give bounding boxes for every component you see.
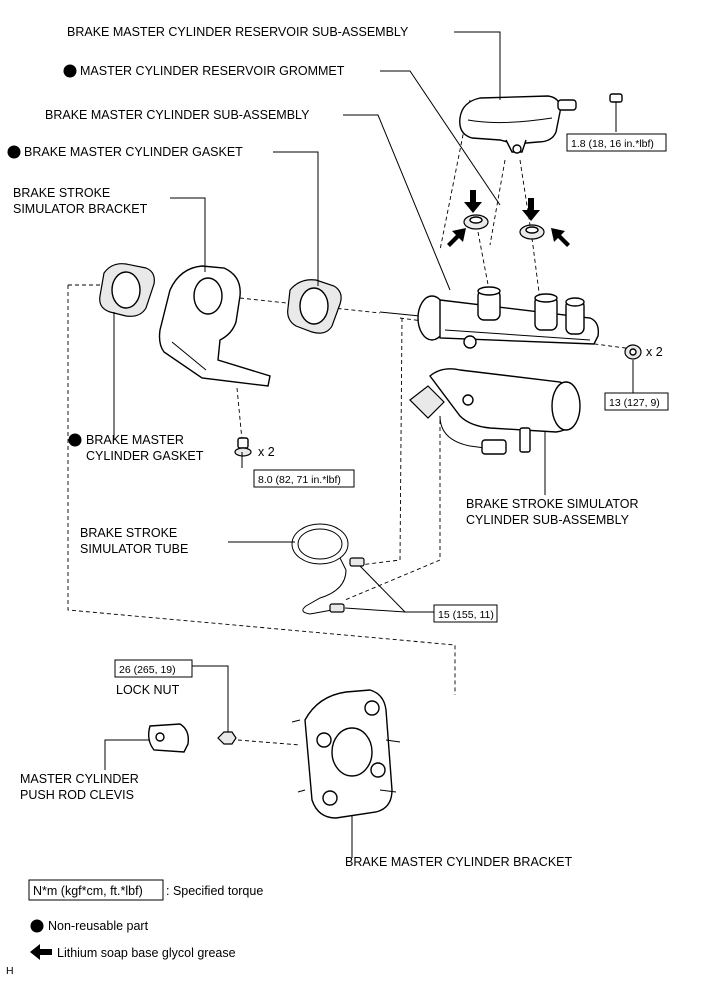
non-reusable-icon bbox=[7, 145, 21, 159]
legend-non-reusable: Non-reusable part bbox=[48, 919, 149, 933]
mc-nut-drawing bbox=[624, 344, 642, 360]
label-stroke-sim-cylinder-line1: BRAKE STROKE SIMULATOR bbox=[466, 497, 639, 511]
legend-torque-unit: N*m (kgf*cm, ft.*lbf) bbox=[33, 884, 143, 898]
label-stroke-sim-cylinder-line2: CYLINDER SUB-ASSEMBLY bbox=[466, 513, 630, 527]
label-stroke-sim-tube-line2: SIMULATOR TUBE bbox=[80, 542, 188, 556]
bracket-bolt-drawing bbox=[234, 437, 252, 457]
qty-mc-nut: x 2 bbox=[646, 345, 663, 359]
gasket-drawings bbox=[99, 263, 342, 334]
grease-legend-icon bbox=[30, 944, 52, 960]
label-reservoir-grommet: MASTER CYLINDER RESERVOIR GROMMET bbox=[80, 64, 345, 78]
label-master-cylinder-sub-assembly: BRAKE MASTER CYLINDER SUB-ASSEMBLY bbox=[45, 108, 310, 122]
label-push-rod-clevis-line2: PUSH ROD CLEVIS bbox=[20, 788, 134, 802]
non-reusable-legend-icon bbox=[30, 919, 44, 933]
label-push-rod-clevis-line1: MASTER CYLINDER bbox=[20, 772, 139, 786]
torque-specs: 1.8 (18, 16 in.*lbf) 13 (127, 9) x 2 8.0… bbox=[114, 133, 669, 678]
stroke-simulator-cylinder-drawing bbox=[409, 368, 581, 455]
part-labels: BRAKE MASTER CYLINDER RESERVOIR SUB-ASSE… bbox=[7, 25, 639, 869]
push-rod-clevis-drawing bbox=[147, 723, 190, 753]
torque-tube-nuts: 15 (155, 11) bbox=[438, 609, 494, 621]
label-mc-bracket: BRAKE MASTER CYLINDER BRACKET bbox=[345, 855, 572, 869]
label-gasket-left-line2: CYLINDER GASKET bbox=[86, 449, 204, 463]
grommet-drawings bbox=[463, 214, 545, 240]
stroke-simulator-tube-drawing bbox=[291, 523, 365, 615]
leader-lines bbox=[104, 31, 634, 858]
label-gasket-left-line1: BRAKE MASTER bbox=[86, 433, 184, 447]
label-lock-nut: LOCK NUT bbox=[116, 683, 180, 697]
legend: N*m (kgf*cm, ft.*lbf) : Specified torque… bbox=[6, 879, 263, 977]
reservoir-sub-assembly-drawing bbox=[459, 95, 577, 154]
grease-arrow-icons bbox=[447, 190, 570, 247]
reservoir-bolt-drawing bbox=[609, 93, 623, 110]
non-reusable-icon bbox=[68, 433, 82, 447]
legend-torque-desc: : Specified torque bbox=[166, 884, 263, 898]
label-stroke-sim-bracket-line1: BRAKE STROKE bbox=[13, 186, 110, 200]
torque-mc-nut: 13 (127, 9) bbox=[609, 397, 660, 409]
label-stroke-sim-bracket-line2: SIMULATOR BRACKET bbox=[13, 202, 148, 216]
stroke-simulator-bracket-drawing bbox=[158, 265, 271, 387]
legend-grease: Lithium soap base glycol grease bbox=[57, 946, 236, 960]
torque-lock-nut: 26 (265, 19) bbox=[119, 664, 176, 676]
torque-bracket-bolt: 8.0 (82, 71 in.*lbf) bbox=[258, 474, 341, 486]
qty-bracket-bolt: x 2 bbox=[258, 445, 275, 459]
corner-mark: H bbox=[6, 965, 14, 977]
master-cylinder-bracket-drawing bbox=[291, 689, 401, 819]
master-cylinder-drawing bbox=[379, 286, 600, 349]
non-reusable-icon bbox=[63, 64, 77, 78]
lock-nut-drawing bbox=[217, 731, 237, 745]
label-stroke-sim-tube-line1: BRAKE STROKE bbox=[80, 526, 177, 540]
torque-reservoir-bolt: 1.8 (18, 16 in.*lbf) bbox=[571, 138, 654, 150]
label-reservoir-sub-assembly: BRAKE MASTER CYLINDER RESERVOIR SUB-ASSE… bbox=[67, 25, 409, 39]
label-gasket-top: BRAKE MASTER CYLINDER GASKET bbox=[24, 145, 243, 159]
